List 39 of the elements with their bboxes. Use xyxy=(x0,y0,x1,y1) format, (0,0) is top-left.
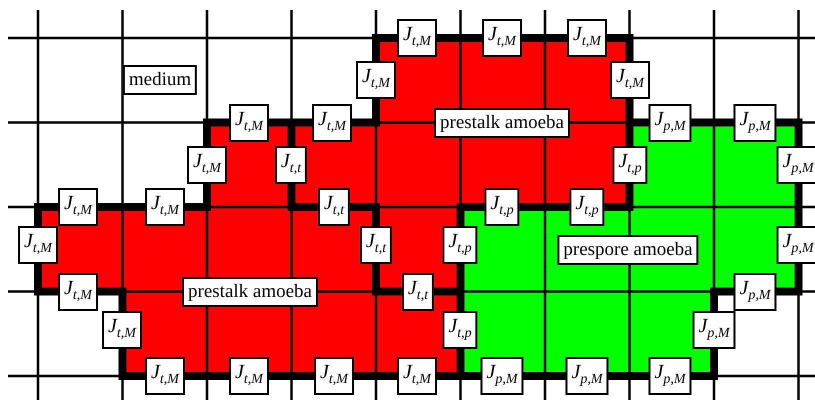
energy-label: J$_{t,M}$ xyxy=(397,19,437,57)
energy-label: J$_{p,M}$ xyxy=(565,357,609,395)
energy-label: J$_{t,M}$ xyxy=(567,19,607,57)
energy-label: J$_{t,M}$ xyxy=(58,273,98,311)
region-label: prestalk amoeba xyxy=(182,277,318,307)
energy-label: J$_{t,p}$ xyxy=(442,311,478,349)
region-label: prestalk amoeba xyxy=(434,108,570,138)
energy-label: J$_{t,p}$ xyxy=(484,188,520,226)
energy-label: J$_{t,p}$ xyxy=(612,146,648,184)
energy-label: J$_{t,M}$ xyxy=(356,61,396,99)
energy-label: J$_{t,M}$ xyxy=(482,19,522,57)
energy-label: J$_{p,M}$ xyxy=(776,146,815,184)
energy-label: J$_{t,M}$ xyxy=(397,357,437,395)
energy-label: J$_{t,p}$ xyxy=(442,226,478,264)
energy-label: J$_{t,M}$ xyxy=(58,188,98,226)
energy-label: J$_{t,M}$ xyxy=(314,357,354,395)
energy-label: J$_{t,t}$ xyxy=(402,273,434,311)
energy-label: J$_{t,M}$ xyxy=(610,61,650,99)
energy-label: J$_{t,t}$ xyxy=(274,146,308,184)
energy-label: J$_{t,M}$ xyxy=(312,104,352,142)
energy-label: J$_{t,M}$ xyxy=(229,104,269,142)
energy-label: J$_{p,M}$ xyxy=(776,226,815,264)
energy-label: J$_{p,M}$ xyxy=(480,357,524,395)
energy-label: J$_{t,t}$ xyxy=(360,226,392,264)
energy-label: J$_{t,M}$ xyxy=(187,146,227,184)
energy-label: J$_{t,t}$ xyxy=(318,188,350,226)
energy-label: J$_{t,M}$ xyxy=(145,188,185,226)
region-label: medium xyxy=(122,65,198,95)
energy-label: J$_{t,M}$ xyxy=(102,311,142,349)
energy-label: J$_{p,M}$ xyxy=(648,357,692,395)
energy-label: J$_{p,M}$ xyxy=(692,311,736,349)
energy-label: J$_{p,M}$ xyxy=(733,273,777,311)
energy-label: J$_{t,p}$ xyxy=(569,188,605,226)
energy-label: J$_{t,M}$ xyxy=(229,357,269,395)
energy-label: J$_{p,M}$ xyxy=(733,104,777,142)
energy-label: J$_{p,M}$ xyxy=(648,104,692,142)
region-label: prespore amoeba xyxy=(557,235,699,265)
energy-label: J$_{t,M}$ xyxy=(18,226,58,264)
energy-label: J$_{t,M}$ xyxy=(145,357,185,395)
